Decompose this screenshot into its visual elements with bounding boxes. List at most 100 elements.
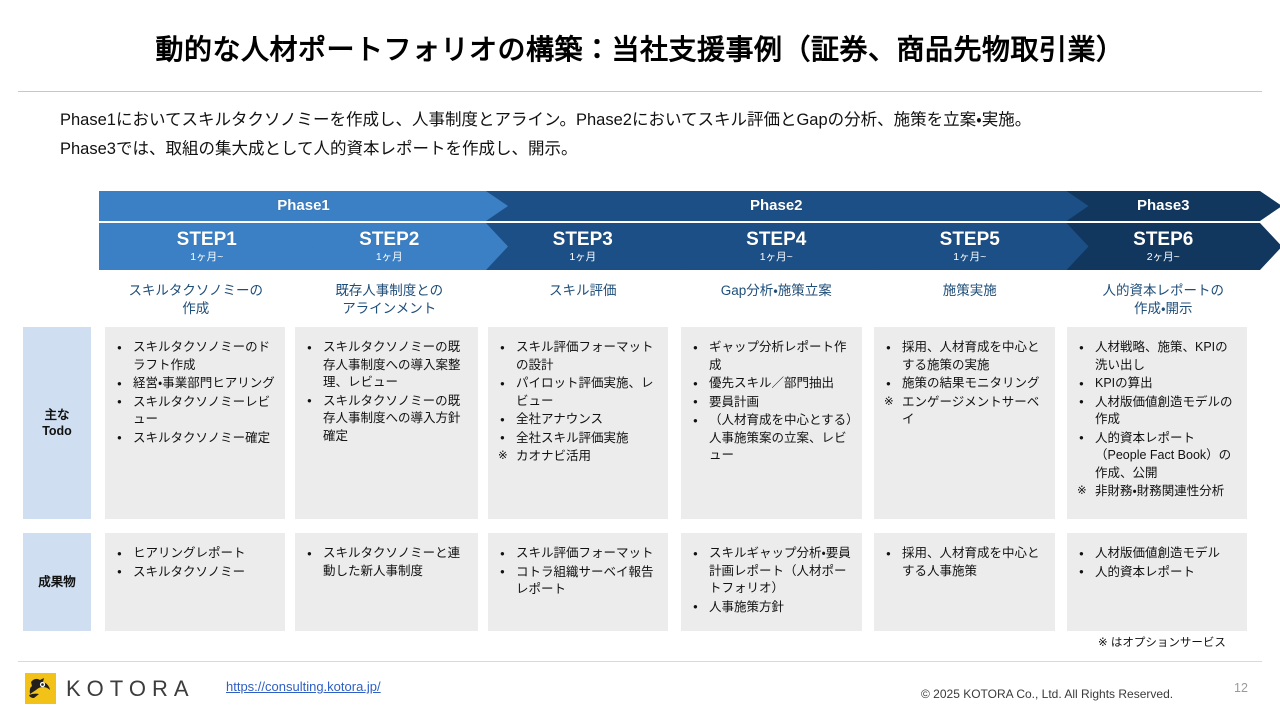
phase-arrow-1: Phase1	[99, 191, 508, 221]
list-item: スキル評価フォーマットの設計	[498, 339, 660, 374]
list-item: 採用、人材育成を中心とする施策の実施	[884, 339, 1047, 374]
list-item: スキルタクソノミー	[115, 563, 277, 582]
step-name: STEP3	[552, 228, 613, 250]
list-item: 全社スキル評価実施	[498, 429, 660, 448]
list-item: 全社アナウンス	[498, 411, 660, 429]
list-item: 人事施策方針	[691, 598, 854, 617]
footer-divider	[18, 661, 1262, 662]
list-item: ギャップ分析レポート作成	[691, 339, 854, 374]
step-duration: 1ヶ月~	[953, 250, 987, 263]
page-title: 動的な人材ポートフォリオの構築：当社支援事例（証券、商品先物取引業）	[155, 34, 1125, 65]
consulting-site-link[interactable]: https://consulting.kotora.jp/	[226, 679, 381, 694]
step-name: STEP4	[746, 228, 807, 250]
row-label-1: 主な Todo	[23, 327, 91, 519]
step-title-line-1: 既存人事制度との	[335, 283, 444, 298]
phase-label: Phase1	[277, 197, 330, 215]
list-item: スキルタクソノミーと連動した新人事制度	[305, 545, 470, 580]
cell-list: ヒアリングレポートスキルタクソノミー	[115, 545, 277, 581]
step-duration: 1ヶ月~	[759, 250, 793, 263]
phase-label: Phase3	[1136, 197, 1190, 215]
cell-list: スキルタクソノミーのドラフト作成経営・事業部門ヒアリングスキルタクソノミーレビュ…	[115, 339, 277, 447]
list-item: スキルタクソノミーのドラフト作成	[115, 339, 277, 374]
grid-cell: スキルタクソノミーのドラフト作成経営・事業部門ヒアリングスキルタクソノミーレビュ…	[105, 327, 285, 519]
step-title-line-2: 作成・開示	[1133, 301, 1193, 316]
step-duration: 2ヶ月~	[1146, 250, 1180, 263]
step-name: STEP2	[359, 228, 420, 250]
step-duration: 1ヶ月~	[190, 250, 224, 263]
list-item: ヒアリングレポート	[115, 545, 277, 563]
step-title-1: スキルタクソノミーの作成	[99, 282, 293, 318]
step-duration: 1ヶ月	[569, 250, 597, 263]
row-label-line-1: 主な	[44, 408, 70, 422]
grid-cell: スキル評価フォーマットの設計パイロット評価実施、レビュー全社アナウンス全社スキル…	[488, 327, 668, 519]
copyright-text: © 2025 KOTORA Co., Ltd. All Rights Reser…	[921, 687, 1174, 701]
cell-list: 採用、人材育成を中心とする人事施策	[884, 545, 1047, 580]
list-item: 採用、人材育成を中心とする人事施策	[884, 545, 1047, 580]
list-item: スキル評価フォーマット	[498, 545, 660, 563]
grid-cell: 人材版価値創造モデル人的資本レポート	[1067, 533, 1247, 631]
cell-list: 人材版価値創造モデル人的資本レポート	[1077, 545, 1239, 581]
cell-list: スキル評価フォーマットコトラ組織サーベイ報告レポート	[498, 545, 660, 599]
grid-cell: 採用、人材育成を中心とする施策の実施施策の結果モニタリングエンゲージメントサーベ…	[874, 327, 1055, 519]
list-item: 人材版価値創造モデル	[1077, 545, 1239, 563]
list-item: スキルタクソノミー確定	[115, 429, 277, 448]
grid-cell: スキルタクソノミーと連動した新人事制度	[295, 533, 478, 631]
grid-cell: ギャップ分析レポート作成優先スキル／部門抽出要員計画（人材育成を中心とする）人事…	[681, 327, 862, 519]
list-item: 人的資本レポート	[1077, 563, 1239, 582]
kotora-logo-text: KOTORA	[66, 676, 195, 701]
row-label-2: 成果物	[23, 533, 91, 631]
list-item: パイロット評価実施、レビュー	[498, 375, 660, 410]
row-label-line-1: 成果物	[38, 575, 76, 589]
grid-cell: スキルギャップ分析・要員計画レポート（人材ポートフォリオ）人事施策方針	[681, 533, 862, 631]
step-title-line-1: スキル評価	[549, 283, 617, 298]
kotora-logo-icon	[25, 673, 56, 704]
list-item: 優先スキル／部門抽出	[691, 375, 854, 393]
step-title-6: 人的資本レポートの作成・開示	[1067, 282, 1261, 318]
grid-cell: スキル評価フォーマットコトラ組織サーベイ報告レポート	[488, 533, 668, 631]
list-item: KPIの算出	[1077, 375, 1239, 393]
cell-list: 人材戦略、施策、KPIの洗い出しKPIの算出人材版価値創造モデルの作成人的資本レ…	[1077, 339, 1239, 501]
list-item-option: 非財務・財務関連性分析	[1077, 483, 1239, 501]
lead-line-1: Phase1においてスキルタクソノミーを作成し、人事制度とアライン。Phase2…	[60, 111, 1032, 129]
grid-cell: 採用、人材育成を中心とする人事施策	[874, 533, 1055, 631]
list-item: スキルタクソノミーレビュー	[115, 393, 277, 429]
cell-list: 採用、人材育成を中心とする施策の実施施策の結果モニタリングエンゲージメントサーベ…	[884, 339, 1047, 429]
list-item: 要員計画	[691, 393, 854, 412]
list-item: （人材育成を中心とする）人事施策案の立案、レビュー	[691, 412, 854, 465]
cell-list: スキルタクソノミーと連動した新人事制度	[305, 545, 470, 580]
row-label-line-2: Todo	[42, 424, 72, 438]
lead-paragraph: Phase1においてスキルタクソノミーを作成し、人事制度とアライン。Phase2…	[60, 106, 1230, 164]
step-title-line-1: スキルタクソノミーの	[128, 283, 264, 298]
step-name: STEP6	[1133, 228, 1194, 250]
list-item: 人材戦略、施策、KPIの洗い出し	[1077, 339, 1239, 374]
list-item: スキルタクソノミーの既存人事制度への導入方針確定	[305, 392, 470, 446]
step-title-line-2: 作成	[182, 301, 210, 316]
grid-cell: 人材戦略、施策、KPIの洗い出しKPIの算出人材版価値創造モデルの作成人的資本レ…	[1067, 327, 1247, 519]
grid-cell: ヒアリングレポートスキルタクソノミー	[105, 533, 285, 631]
step-title-4: Gap分析・施策立案	[680, 282, 874, 300]
grid-cell: スキルタクソノミーの既存人事制度への導入案整理、レビュースキルタクソノミーの既存…	[295, 327, 478, 519]
list-item: スキルタクソノミーの既存人事制度への導入案整理、レビュー	[305, 339, 470, 392]
cell-list: スキルタクソノミーの既存人事制度への導入案整理、レビュースキルタクソノミーの既存…	[305, 339, 470, 445]
step-name: STEP1	[176, 228, 237, 250]
list-item: 施策の結果モニタリング	[884, 375, 1047, 393]
step-title-line-1: 施策実施	[942, 283, 997, 298]
step-title-line-1: Gap分析・施策立案	[720, 283, 832, 298]
title-divider	[18, 91, 1262, 92]
step-name: STEP5	[939, 228, 1000, 250]
list-item: 人的資本レポート（People Fact Book）の作成、公開	[1077, 429, 1239, 483]
cell-list: スキルギャップ分析・要員計画レポート（人材ポートフォリオ）人事施策方針	[691, 545, 854, 616]
list-item-option: カオナビ活用	[498, 448, 660, 466]
cell-list: ギャップ分析レポート作成優先スキル／部門抽出要員計画（人材育成を中心とする）人事…	[691, 339, 854, 465]
list-item: 人材版価値創造モデルの作成	[1077, 393, 1239, 429]
lead-line-2: Phase3では、取組の集大成として人的資本レポートを作成し、開示。	[60, 140, 578, 158]
cell-list: スキル評価フォーマットの設計パイロット評価実施、レビュー全社アナウンス全社スキル…	[498, 339, 660, 466]
step-title-line-1: 人的資本レポートの	[1102, 283, 1225, 298]
step-title-line-2: アラインメント	[342, 301, 437, 316]
step-title-2: 既存人事制度とのアラインメント	[293, 282, 487, 318]
step-duration: 1ヶ月	[375, 250, 403, 263]
page-number: 12	[1234, 681, 1248, 695]
